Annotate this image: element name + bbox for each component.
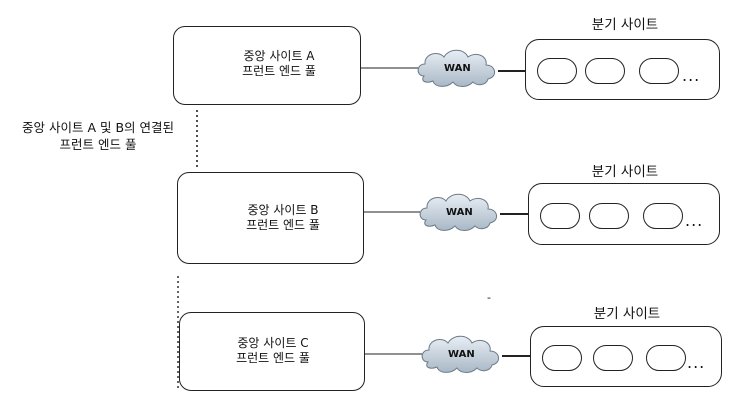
branch-node: [585, 58, 625, 84]
branch-node: [542, 345, 582, 371]
branch-site-box-a: ...: [525, 39, 720, 100]
wan-cloud-icon: WAN: [417, 49, 496, 87]
site-c-pool: 프런트 엔드 풀: [236, 351, 310, 365]
central-site-b-box: 중앙 사이트 B 프런트 엔드 풀: [177, 172, 364, 264]
branch-node: [639, 58, 679, 84]
branch-node: [593, 345, 633, 371]
site-b-name: 중앙 사이트 B: [247, 203, 319, 217]
wan-cloud-icon: WAN: [419, 193, 498, 231]
branch-node: [643, 203, 683, 229]
branch-node: [540, 203, 580, 229]
site-a-pool: 프런트 엔드 풀: [242, 64, 316, 78]
branch-site-box-c: ...: [530, 326, 722, 387]
central-site-a-box: 중앙 사이트 A 프런트 엔드 풀: [173, 26, 361, 105]
branch-node: [537, 58, 577, 84]
branch-title-c: 분기 사이트: [593, 306, 661, 322]
central-site-c-box: 중앙 사이트 C 프런트 엔드 풀: [179, 312, 365, 391]
branch-ellipsis: ...: [682, 66, 701, 85]
wan-label: WAN: [446, 207, 473, 218]
branch-node: [646, 345, 686, 371]
site-a-name: 중앙 사이트 A: [243, 49, 315, 63]
wan-cloud-icon: WAN: [421, 335, 500, 373]
branch-ellipsis: ...: [687, 353, 706, 372]
branch-title-b: 분기 사이트: [591, 164, 659, 180]
site-c-name: 중앙 사이트 C: [237, 336, 309, 350]
branch-site-box-b: ...: [528, 183, 720, 245]
wan-label: WAN: [448, 349, 475, 360]
wan-label: WAN: [444, 63, 471, 74]
paired-caption-line1: 중앙 사이트 A 및 B의 연결된: [22, 120, 174, 135]
branch-ellipsis: ...: [685, 211, 704, 230]
branch-node: [589, 203, 629, 229]
paired-pool-caption: 중앙 사이트 A 및 B의 연결된 프런트 엔드 풀: [0, 119, 196, 153]
site-b-pool: 프런트 엔드 풀: [246, 218, 320, 232]
paired-caption-line2: 프런트 엔드 풀: [59, 137, 137, 152]
branch-title-a: 분기 사이트: [591, 17, 659, 33]
stray-mark: -: [487, 291, 491, 304]
